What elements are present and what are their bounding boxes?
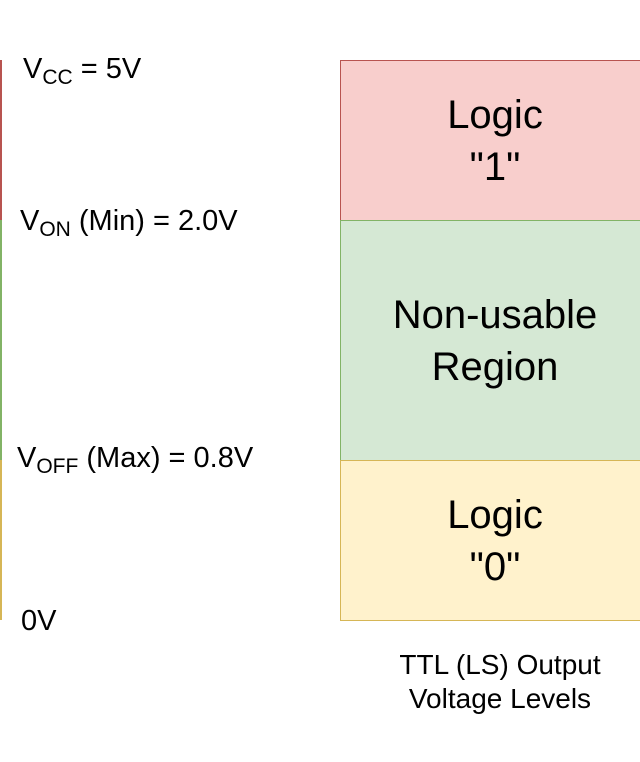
vcc-label-sub: CC [42,65,73,89]
voff-label-rest: (Max) = 0.8V [78,442,254,474]
diagram-caption: TTL (LS) Output Voltage Levels [399,649,601,714]
range-edge-red [0,60,2,220]
von-label-sub: ON [39,217,71,241]
vcc-label-rest: = 5V [72,53,142,85]
zero-label: 0V [21,605,57,637]
logic-high-region: Logic "1" [340,60,640,221]
range-edge-green [0,220,2,460]
logic-high-label: Logic "1" [447,92,543,189]
vcc-label: VCC = 5V [23,53,142,88]
vcc-label-main: V [23,53,43,85]
von-label-main: V [20,205,40,237]
range-edge-yellow [0,460,2,620]
voff-label: VOFF (Max) = 0.8V [17,442,254,477]
logic-low-region: Logic "0" [340,460,640,621]
voff-label-sub: OFF [36,454,79,478]
nonusable-label: Non-usable Region [392,292,598,389]
von-label-rest: (Min) = 2.0V [70,205,238,237]
voff-label-main: V [17,442,37,474]
nonusable-region: Non-usable Region [340,220,640,461]
von-label: VON (Min) = 2.0V [20,205,238,240]
logic-low-label: Logic "0" [447,492,543,589]
